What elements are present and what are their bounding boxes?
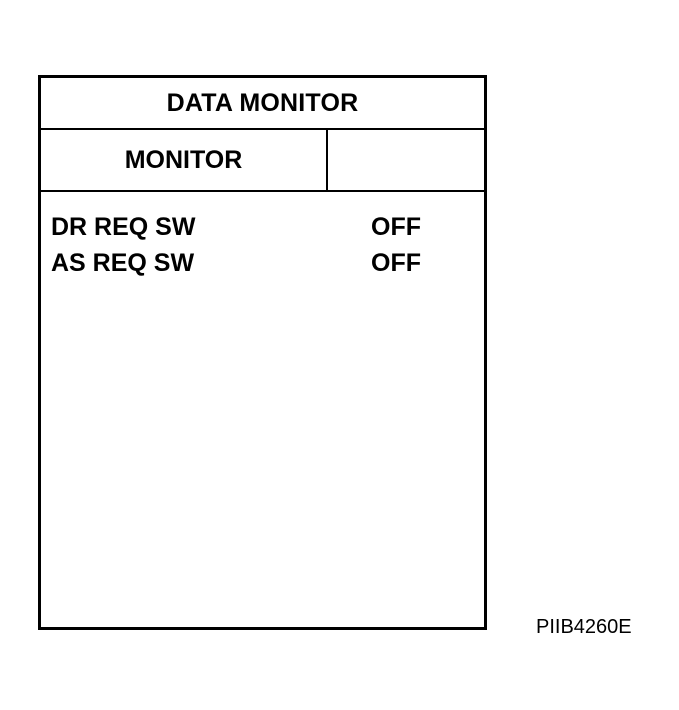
monitor-header-blank-cell — [328, 130, 484, 190]
data-monitor-screen: DATA MONITOR MONITOR DR REQ SW OFF AS RE… — [38, 75, 487, 630]
monitor-item-name: AS REQ SW — [51, 249, 195, 277]
monitor-item-list: DR REQ SW OFF AS REQ SW OFF — [41, 192, 484, 281]
monitor-header-bar: MONITOR — [41, 130, 484, 192]
monitor-item-value: OFF — [371, 249, 421, 277]
monitor-item-name: DR REQ SW — [51, 213, 196, 241]
monitor-tab[interactable]: MONITOR — [41, 130, 328, 190]
figure-code-label: PIIB4260E — [536, 616, 632, 638]
monitor-item-value: OFF — [371, 213, 421, 241]
monitor-item-row: DR REQ SW OFF — [51, 209, 484, 245]
screen-title: DATA MONITOR — [41, 78, 484, 130]
monitor-item-row: AS REQ SW OFF — [51, 245, 484, 281]
